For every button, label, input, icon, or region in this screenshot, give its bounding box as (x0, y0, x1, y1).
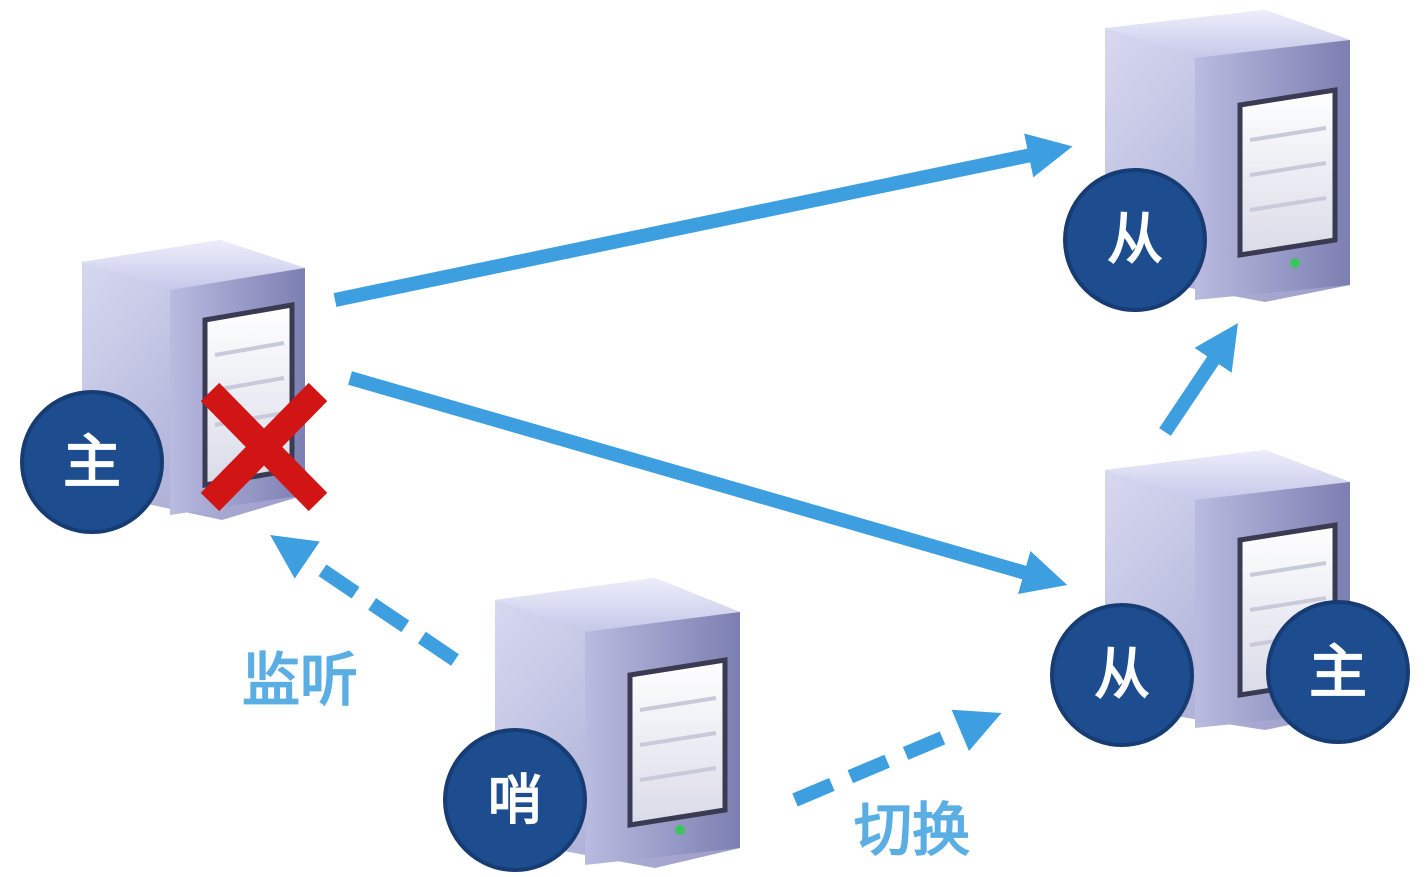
slave-server-top: 从 (1063, 10, 1350, 312)
promoted-master-badge: 主 (1266, 600, 1410, 744)
power-led-icon (1290, 258, 1300, 268)
power-led-icon (675, 825, 685, 835)
promoted-master-badge-label: 主 (1309, 638, 1367, 706)
slave-top-badge-label: 从 (1107, 208, 1163, 273)
new-replication-arrow (1159, 323, 1238, 436)
slave-server-bottom: 从 主 (1050, 450, 1410, 747)
sentinel-server: 哨 (443, 578, 740, 872)
sentinel-badge-label: 哨 (488, 769, 542, 832)
failover-label: 切换 (854, 796, 970, 864)
master-badge-label: 主 (63, 428, 121, 496)
slave-bottom-badge-label: 从 (1094, 643, 1150, 708)
replication-arrow-top (333, 133, 1073, 307)
sentinel-badge: 哨 (443, 728, 587, 872)
failover-arrow (792, 709, 1002, 807)
monitor-arrow (270, 534, 459, 666)
master-server: 主 (20, 240, 328, 534)
slave-badge-bottom: 从 (1050, 603, 1194, 747)
monitor-label: 监听 (242, 646, 358, 714)
failed-cross-icon (200, 382, 328, 512)
slave-badge-top: 从 (1063, 168, 1207, 312)
master-badge: 主 (20, 390, 164, 534)
replication-arrow-bottom (348, 371, 1068, 595)
